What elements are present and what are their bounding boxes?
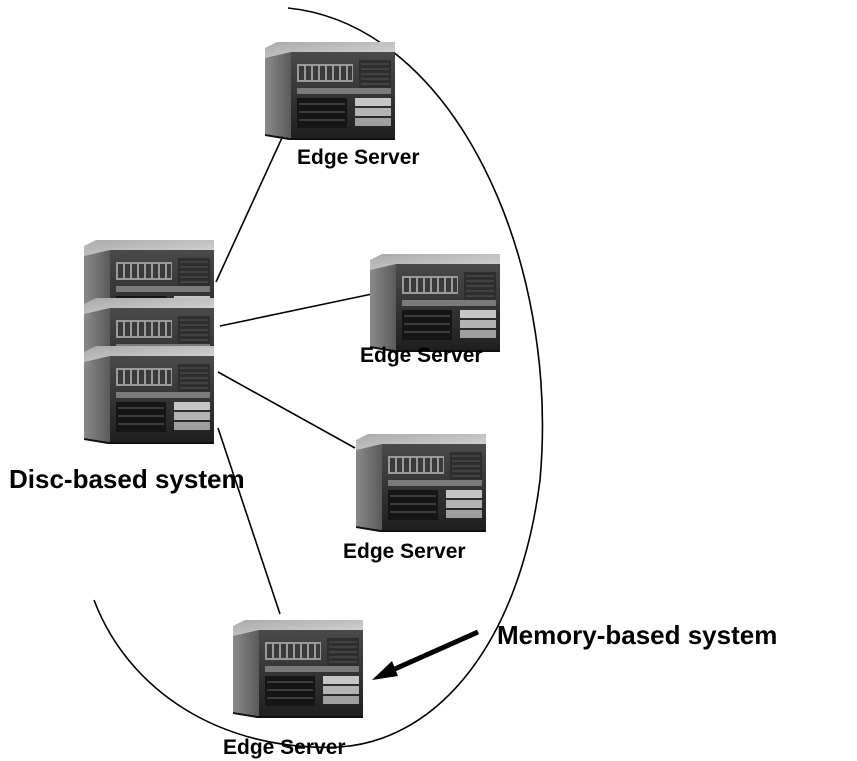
edge-server-bottom-icon xyxy=(232,619,364,719)
edge-server-top-icon xyxy=(264,41,396,141)
edge-server-top-label: Edge Server xyxy=(297,146,420,169)
disc-server-3-icon xyxy=(83,345,215,445)
memory-system-boundary xyxy=(93,7,544,749)
edge-server-mid-label: Edge Server xyxy=(360,344,483,367)
connection-lines xyxy=(215,115,373,615)
edge-server-bottom-label: Edge Server xyxy=(223,736,346,759)
memory-based-system-label: Memory-based system xyxy=(497,620,778,650)
edge-server-mid-icon xyxy=(369,253,501,353)
edge-server-lower-icon xyxy=(355,433,487,533)
link-to-bottom-edge-server xyxy=(217,427,281,615)
edge-server-lower-label: Edge Server xyxy=(343,540,466,563)
disc-based-system-label: Disc-based system xyxy=(9,464,245,494)
link-to-lower-edge-server xyxy=(217,371,356,449)
link-to-top-edge-server xyxy=(215,115,293,283)
link-to-mid-edge-server xyxy=(219,293,373,327)
arrow-left-icon xyxy=(372,629,480,680)
